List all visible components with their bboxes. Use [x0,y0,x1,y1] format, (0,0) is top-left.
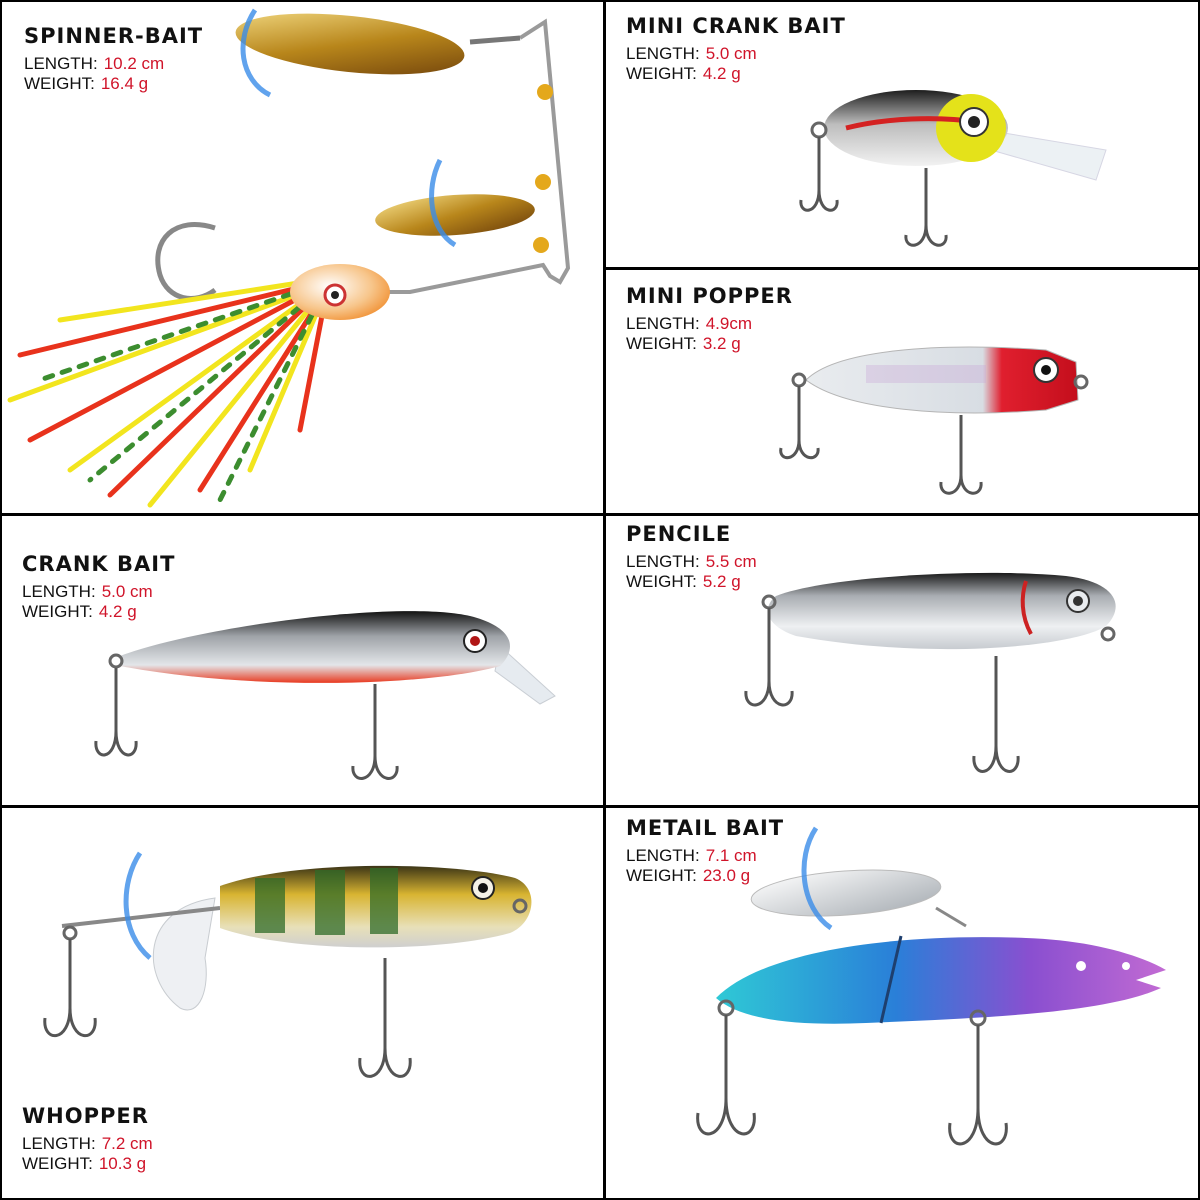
metail-bait-card: METAIL BAIT LENGTH: 7.1 cm WEIGHT: 23.0 g [606,808,1200,1200]
length-label: LENGTH: [626,314,700,333]
weight-label: WEIGHT: [626,866,697,885]
weight-row: WEIGHT: 5.2 g [626,572,757,592]
whopper-info: WHOPPER LENGTH: 7.2 cm WEIGHT: 10.3 g [22,1104,153,1174]
weight-label: WEIGHT: [626,334,697,353]
length-row: LENGTH: 10.2 cm [24,54,203,74]
bait-name: SPINNER-BAIT [24,24,204,48]
whopper-card: WHOPPER LENGTH: 7.2 cm WEIGHT: 10.3 g [0,808,604,1200]
weight-value: 3.2 g [702,334,741,353]
length-label: LENGTH: [22,1134,96,1153]
weight-value: 10.3 g [98,1154,147,1173]
length-value: 5.5 cm [705,552,757,571]
whopper-image [43,851,532,1078]
mini-crank-bait-image [799,90,1107,247]
weight-label: WEIGHT: [24,74,95,93]
length-row: LENGTH: 7.2 cm [22,1134,153,1154]
weight-value: 23.0 g [702,866,751,885]
weight-label: WEIGHT: [22,1154,93,1173]
vertical-divider [603,0,606,1200]
weight-value: 4.2 g [98,602,137,621]
bait-name: CRANK BAIT [22,552,176,576]
metail-bait-image [696,826,1166,1146]
length-value: 4.9cm [705,314,752,333]
length-row: LENGTH: 7.1 cm [626,846,784,866]
pencile-image [744,572,1116,773]
weight-row: WEIGHT: 4.2 g [22,602,175,622]
bait-name: MINI CRANK BAIT [626,14,846,38]
divider-row-2 [0,805,1200,808]
mini-popper-info: MINI POPPER LENGTH: 4.9cm WEIGHT: 3.2 g [626,284,793,354]
length-label: LENGTH: [626,846,700,865]
length-value: 5.0 cm [101,582,153,601]
mini-popper-card: MINI POPPER LENGTH: 4.9cm WEIGHT: 3.2 g [606,270,1200,514]
spinner-bait-image [7,8,571,508]
weight-value: 16.4 g [100,74,149,93]
spinner-bait-card: SPINNER-BAIT LENGTH: 10.2 cm WEIGHT: 16.4 … [0,0,604,514]
weight-label: WEIGHT: [22,602,93,621]
bait-name: MINI POPPER [626,284,793,308]
pencile-info: PENCILE LENGTH: 5.5 cm WEIGHT: 5.2 g [626,522,757,592]
crank-bait-card: CRANK BAIT LENGTH: 5.0 cm WEIGHT: 4.2 g [0,516,604,806]
pencile-card: PENCILE LENGTH: 5.5 cm WEIGHT: 5.2 g [606,516,1200,806]
weight-value: 5.2 g [702,572,741,591]
metail-bait-info: METAIL BAIT LENGTH: 7.1 cm WEIGHT: 23.0 g [626,816,784,886]
mini-popper-image [779,346,1089,495]
weight-row: WEIGHT: 23.0 g [626,866,784,886]
length-value: 10.2 cm [103,54,165,73]
weight-row: WEIGHT: 16.4 g [24,74,203,94]
length-label: LENGTH: [626,44,700,63]
divider-right-1 [603,267,1200,270]
mini-crank-bait-card: MINI CRANK BAIT LENGTH: 5.0 cm WEIGHT: 4.2… [606,0,1200,268]
length-row: LENGTH: 5.0 cm [626,44,846,64]
spinner-bait-info: SPINNER-BAIT LENGTH: 10.2 cm WEIGHT: 16.4 … [24,24,203,94]
length-row: LENGTH: 5.5 cm [626,552,757,572]
weight-label: WEIGHT: [626,64,697,83]
bait-name: WHOPPER [22,1104,149,1128]
divider-row-1 [0,513,1200,516]
length-value: 5.0 cm [705,44,757,63]
weight-value: 4.2 g [702,64,741,83]
weight-row: WEIGHT: 3.2 g [626,334,793,354]
weight-row: WEIGHT: 4.2 g [626,64,846,84]
crank-bait-info: CRANK BAIT LENGTH: 5.0 cm WEIGHT: 4.2 g [22,552,175,622]
weight-label: WEIGHT: [626,572,697,591]
length-value: 7.2 cm [101,1134,153,1153]
bait-name: METAIL BAIT [626,816,785,840]
length-row: LENGTH: 4.9cm [626,314,793,334]
weight-row: WEIGHT: 10.3 g [22,1154,153,1174]
length-label: LENGTH: [626,552,700,571]
length-label: LENGTH: [22,582,96,601]
length-value: 7.1 cm [705,846,757,865]
bait-name: PENCILE [626,522,732,546]
mini-crank-bait-info: MINI CRANK BAIT LENGTH: 5.0 cm WEIGHT: 4.2… [626,14,846,84]
crank-bait-image [94,611,556,780]
length-label: LENGTH: [24,54,98,73]
length-row: LENGTH: 5.0 cm [22,582,175,602]
